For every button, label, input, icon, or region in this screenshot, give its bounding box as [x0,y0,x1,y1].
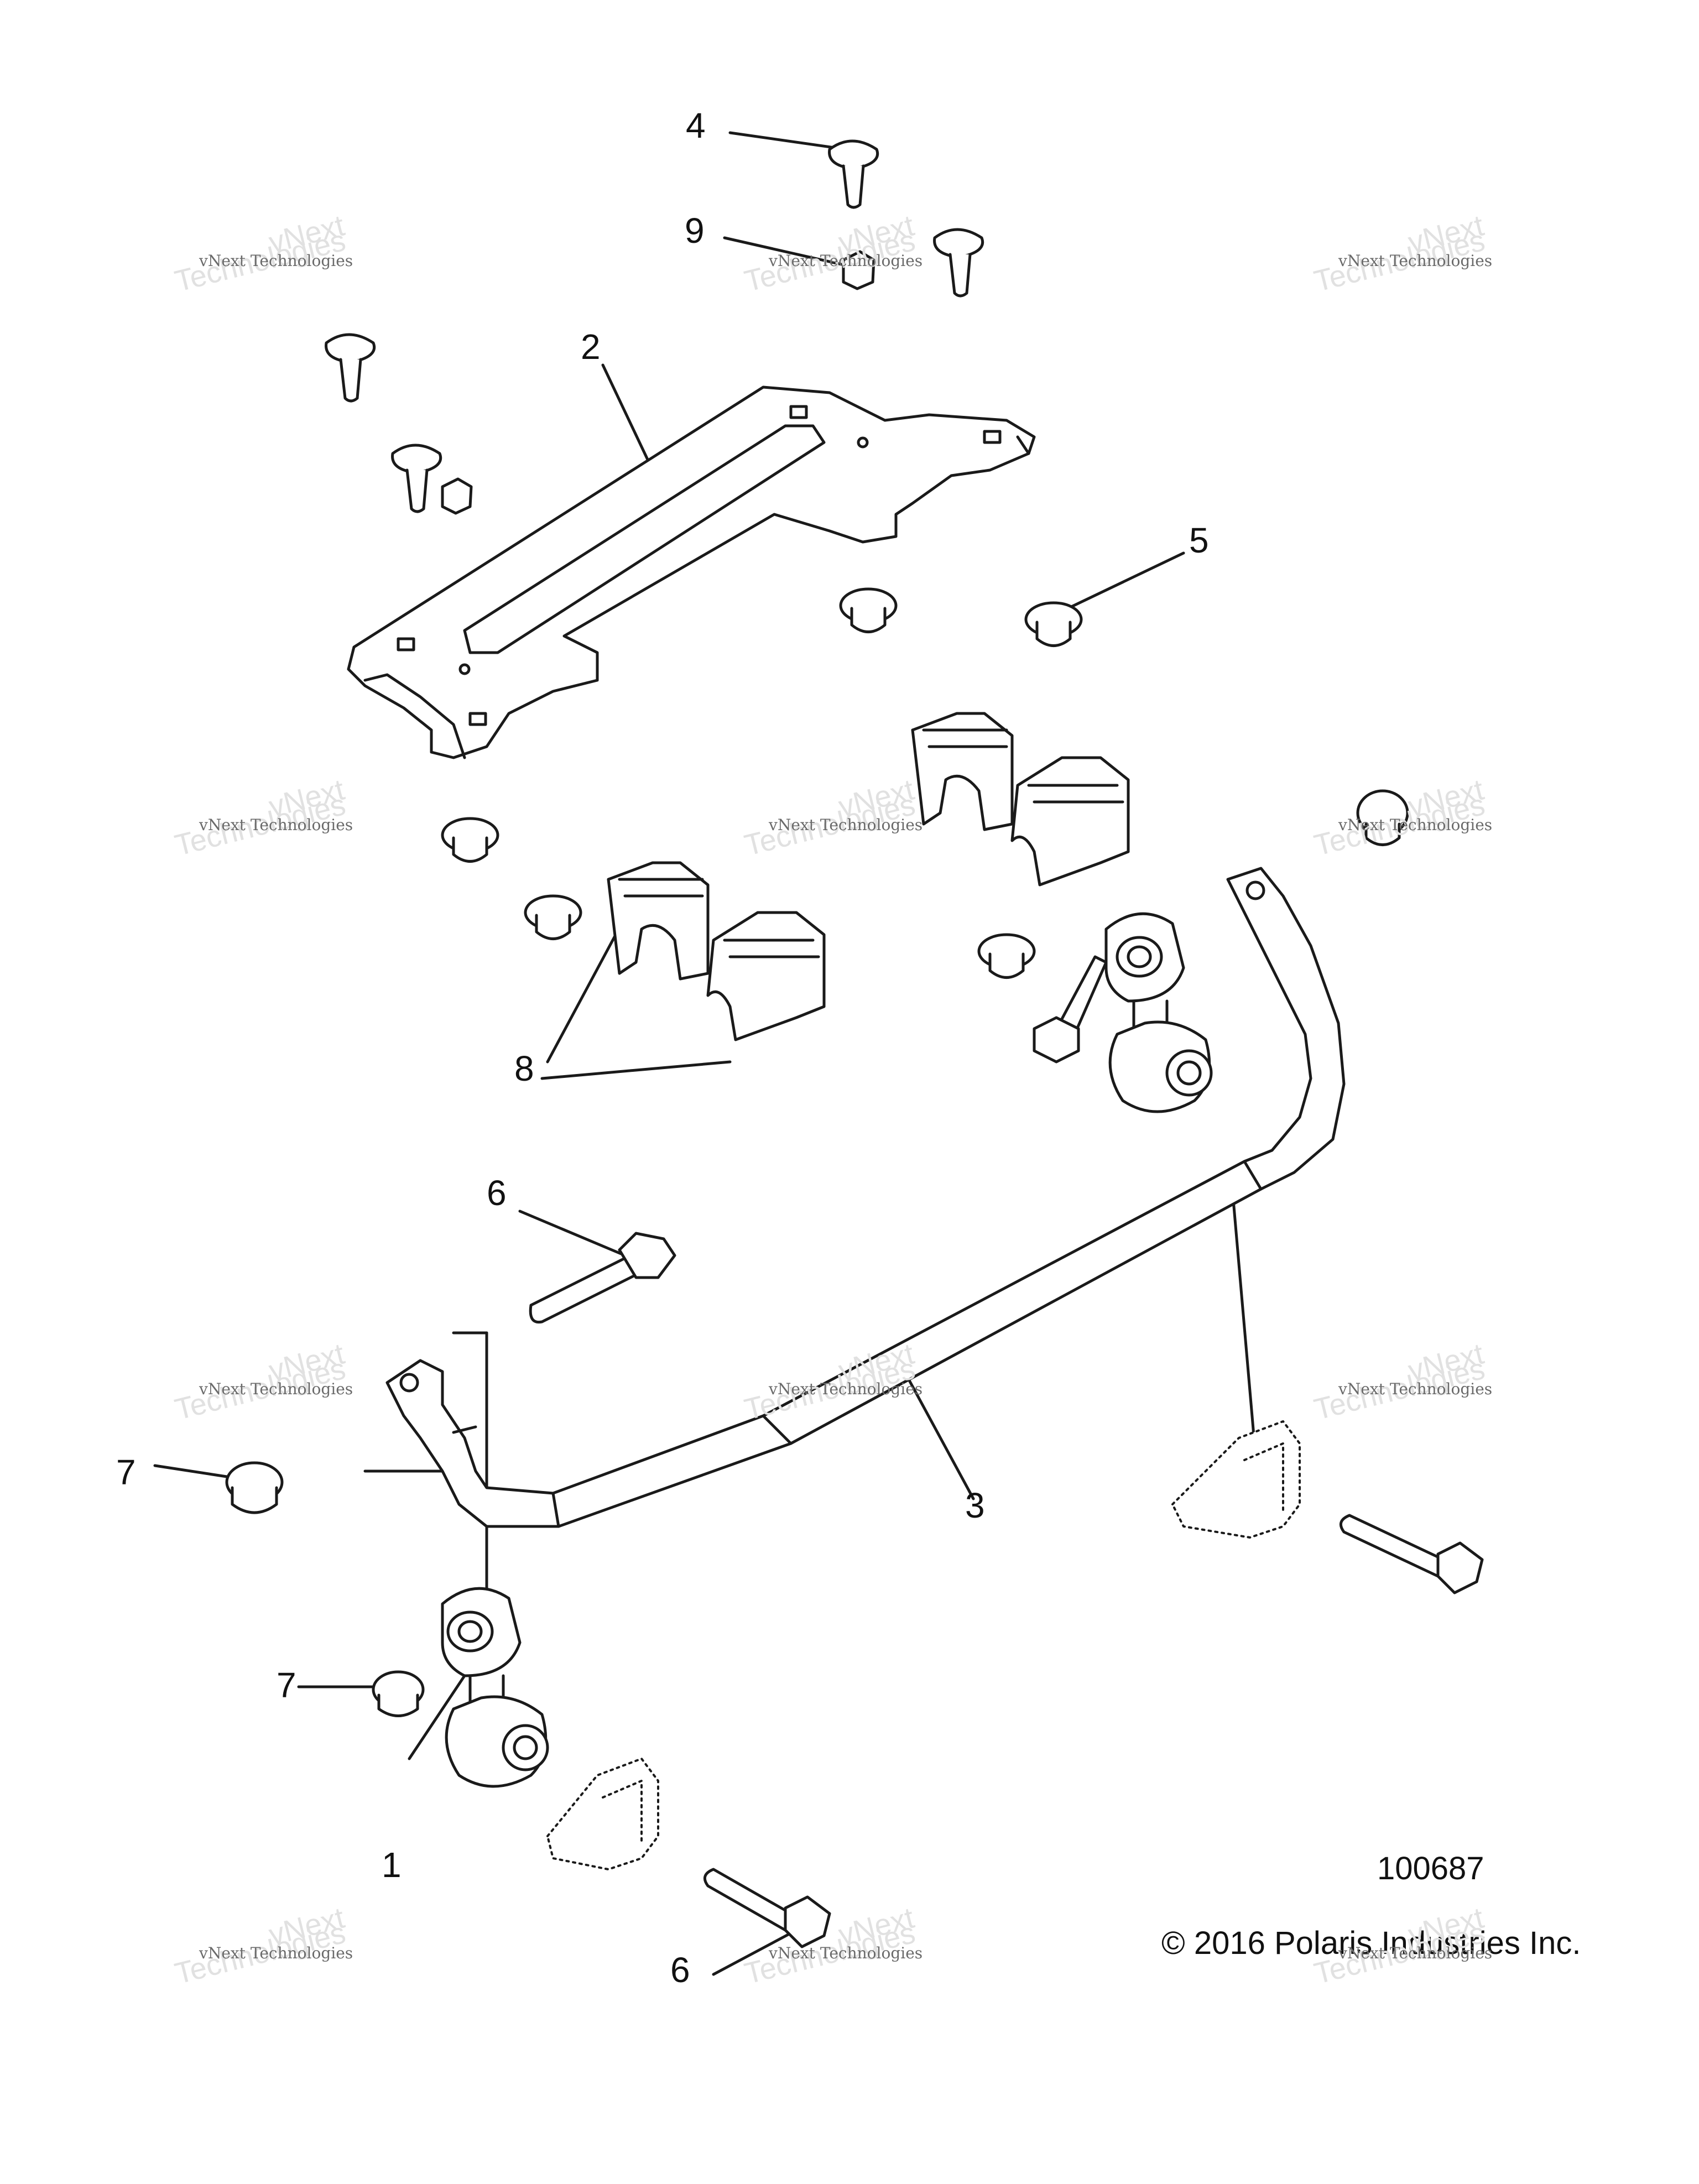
push-pin-4b [933,228,984,298]
frame-bracket-left-phantom [546,1758,659,1870]
callout-1: 1 [382,1845,402,1885]
stabilizer-bar-3 [385,867,1346,1528]
watermark-caption: vNext Technologies [1338,816,1493,834]
flange-nut-5f [1356,789,1409,846]
watermark: vNext Technologies vNext Technologies [741,1901,973,2002]
watermark-caption: vNext Technologies [199,816,353,834]
mounting-plate-2 [347,385,1036,759]
watermark: vNext Technologies vNext Technologies [171,209,404,310]
callout-3: 3 [965,1485,985,1525]
watermark: vNext Technologies vNext Technologies [741,209,973,310]
callout-2: 2 [581,327,601,367]
watermark-caption: vNext Technologies [199,1944,353,1962]
watermark: vNext Technologies vNext Technologies [741,773,973,874]
watermark: vNext Technologies vNext Technologies [1311,209,1543,310]
bolt-6-upper [529,1232,676,1324]
nut-9b [441,477,473,515]
bushing-8-right-a [911,712,1014,831]
bolt-6-lower [703,1868,831,1948]
watermark-caption: vNext Technologies [769,1944,923,1962]
watermark: vNext Technologies vNext Technologies [1311,773,1543,874]
flange-nut-5a [839,587,898,633]
watermark-caption: vNext Technologies [1338,252,1493,270]
flange-nut-7-upper [225,1461,284,1514]
push-pin-4a [828,139,879,209]
watermark-caption: vNext Technologies [769,1380,923,1398]
leader-lines [153,131,1257,1976]
stabilizer-link-1-right [1104,912,1213,1113]
watermark: vNext Technologies vNext Technologies [1311,1337,1543,1438]
flange-nut-7-lower [372,1670,425,1717]
flange-nut-5d [524,894,582,940]
watermark: vNext Technologies vNext Technologies [171,1337,404,1438]
watermark: vNext Technologies vNext Technologies [171,773,404,874]
bushing-8-left-b [706,911,826,1041]
figure-number: 100687 [1377,1851,1484,1886]
frame-bracket-right-phantom [1171,1420,1301,1539]
watermark-caption: vNext Technologies [1338,1944,1493,1962]
watermark: vNext Technologies vNext Technologies [1311,1901,1543,2002]
bolt-6-middle [1033,955,1108,1064]
bushing-8-right-b [1010,756,1130,887]
stabilizer-link-1-left [441,1587,549,1788]
watermark-caption: vNext Technologies [769,816,923,834]
callout-4: 4 [686,106,706,145]
callout-9: 9 [685,211,705,251]
watermark-caption: vNext Technologies [1338,1380,1493,1398]
push-pin-4d [391,444,442,513]
nut-9a [842,250,875,290]
callout-5: 5 [1189,520,1209,560]
push-pin-4c [325,333,376,403]
flange-nut-5b [1024,601,1083,647]
flange-nut-5e [977,933,1036,979]
flange-nut-5c [441,817,499,863]
callout-7-lower: 7 [277,1665,296,1705]
watermark-caption: vNext Technologies [769,252,923,270]
callout-8: 8 [514,1049,534,1088]
bushing-8-left-a [607,861,710,981]
bolt-6-right [1339,1514,1484,1594]
watermark: vNext Technologies vNext Technologies [741,1337,973,1438]
callout-7-upper: 7 [116,1452,136,1492]
watermark: vNext Technologies vNext Technologies [171,1901,404,2002]
callout-6-upper: 6 [487,1173,507,1213]
callout-6-lower: 6 [670,1950,690,1990]
watermark-caption: vNext Technologies [199,1380,353,1398]
copyright-notice: © 2016 Polaris Industries Inc. [1161,1925,1581,1961]
watermark-caption: vNext Technologies [199,252,353,270]
